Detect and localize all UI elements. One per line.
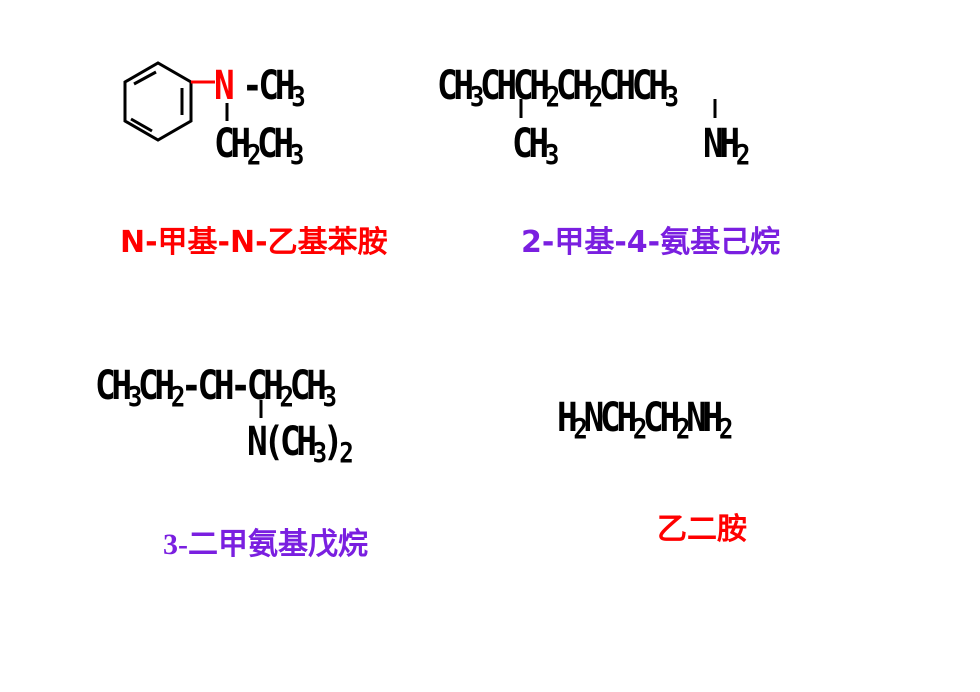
name-n-methyl-n-ethylaniline: N-甲基-N-乙基苯胺	[120, 225, 388, 260]
s4-ethylenediamine: H2NCH2CH2NH2	[557, 395, 733, 445]
s2-amino-branch: NH2	[703, 121, 750, 171]
s3-main-chain: CH3CH2-CH-CH2CH3	[95, 363, 337, 413]
benzene-ring	[123, 61, 193, 142]
name-2-methyl-4-aminohexane: 2-甲基-4-氨基己烷	[521, 225, 781, 260]
name-3-dimethylaminopentane: 3-二甲氨基戊烷	[163, 527, 368, 562]
s3-dimethylamino-branch: N(CH3)2	[247, 419, 354, 469]
s2-methyl-branch: CH3	[512, 121, 559, 171]
s2-main-chain: CH3CHCH2CH2CHCH3	[437, 63, 679, 113]
s1-methyl: -CH3	[242, 63, 306, 113]
name-ethylenediamine: 乙二胺	[657, 512, 747, 547]
s1-ethyl: CH2CH3	[214, 121, 304, 171]
s1-nitrogen: N	[214, 63, 235, 109]
